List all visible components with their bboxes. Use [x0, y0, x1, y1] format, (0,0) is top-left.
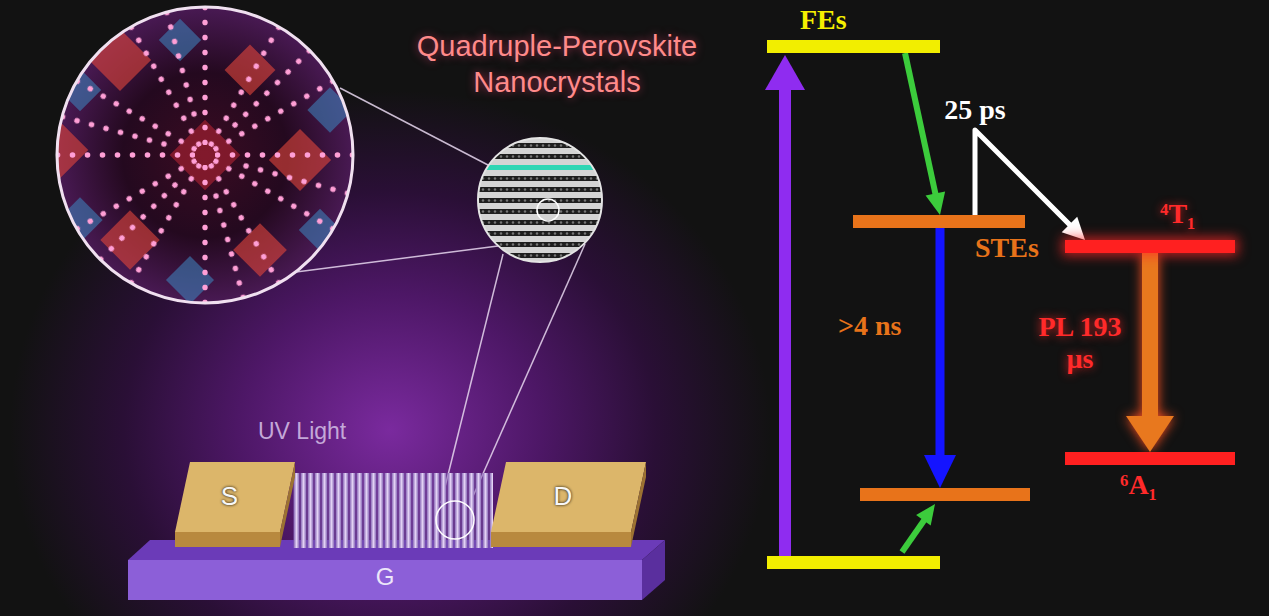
electrode-top	[491, 462, 646, 532]
atom-row	[126, 23, 205, 149]
electrode-side	[631, 462, 646, 547]
zoom-spot	[537, 199, 559, 221]
arrow-head	[1062, 217, 1085, 240]
arrow-head	[1126, 416, 1174, 452]
free-exciton-level: FEs	[767, 40, 940, 53]
arrow-shaft	[905, 53, 936, 195]
crystal-structure	[32, 5, 355, 305]
arrow-head	[916, 504, 935, 526]
node-text: FEs	[800, 4, 847, 36]
node-text: ⁶A₁	[1120, 469, 1157, 501]
edge-label: 25 ps	[944, 94, 1005, 126]
highlighted-row	[476, 165, 604, 170]
nanowire-array	[293, 473, 493, 548]
magnifier-ring	[57, 7, 353, 303]
tem-ring	[478, 138, 602, 262]
node-text: D	[498, 462, 628, 510]
zoom-line	[296, 246, 498, 272]
arrow-shaft	[975, 130, 1071, 226]
zoom-line	[340, 88, 488, 165]
electrode-front	[491, 532, 631, 547]
atom-row	[55, 150, 195, 160]
atom-row	[161, 9, 200, 123]
substrate-side	[642, 540, 665, 600]
diagram-title: Quadruple-Perovskite Nanocrystals	[407, 28, 707, 100]
decay-time-label: >4 ns	[838, 310, 901, 342]
node-text: S	[182, 462, 277, 510]
atom-row	[59, 111, 173, 150]
atom-row	[215, 150, 355, 160]
ground-level	[767, 556, 940, 569]
electrode-front	[175, 532, 280, 547]
gate-substrate: GSD	[125, 455, 665, 605]
atom-row	[200, 165, 210, 305]
ground-state-level: ⁶A₁	[1065, 452, 1235, 465]
arrow-head	[924, 455, 956, 488]
electrode-side	[280, 462, 295, 547]
zoom-spot	[436, 501, 474, 539]
arrow-head	[765, 55, 805, 90]
drain-electrode: D	[488, 462, 648, 550]
excitation-arrow	[779, 86, 791, 556]
node-text: ⁴T₁	[1160, 198, 1195, 230]
atom-row	[238, 159, 352, 198]
excited-state-level: ⁴T₁	[1065, 240, 1235, 253]
atom-row	[200, 5, 210, 145]
electrode-top	[175, 462, 295, 532]
atom-row	[209, 188, 248, 302]
self-trapped-exciton-level: STEs	[853, 215, 1025, 228]
atom-row	[95, 176, 183, 264]
arrow-shaft	[1142, 253, 1158, 418]
zoom-line	[441, 254, 503, 503]
edge-label: PL 193 µs	[1030, 311, 1130, 375]
crystal-ground	[55, 5, 355, 305]
atom-row	[206, 161, 285, 287]
light-label: UV Light	[258, 417, 346, 445]
emission-arrow	[1126, 253, 1174, 452]
source-electrode: S	[172, 462, 297, 550]
ste-emission-arrow	[936, 228, 945, 458]
arrow-head	[926, 191, 946, 215]
relaxation-arrow	[902, 519, 925, 552]
node-text: STEs	[975, 232, 1039, 264]
ste-ground-level	[860, 488, 1030, 501]
relaxation-arrow	[905, 53, 945, 215]
atom-row	[226, 45, 314, 133]
